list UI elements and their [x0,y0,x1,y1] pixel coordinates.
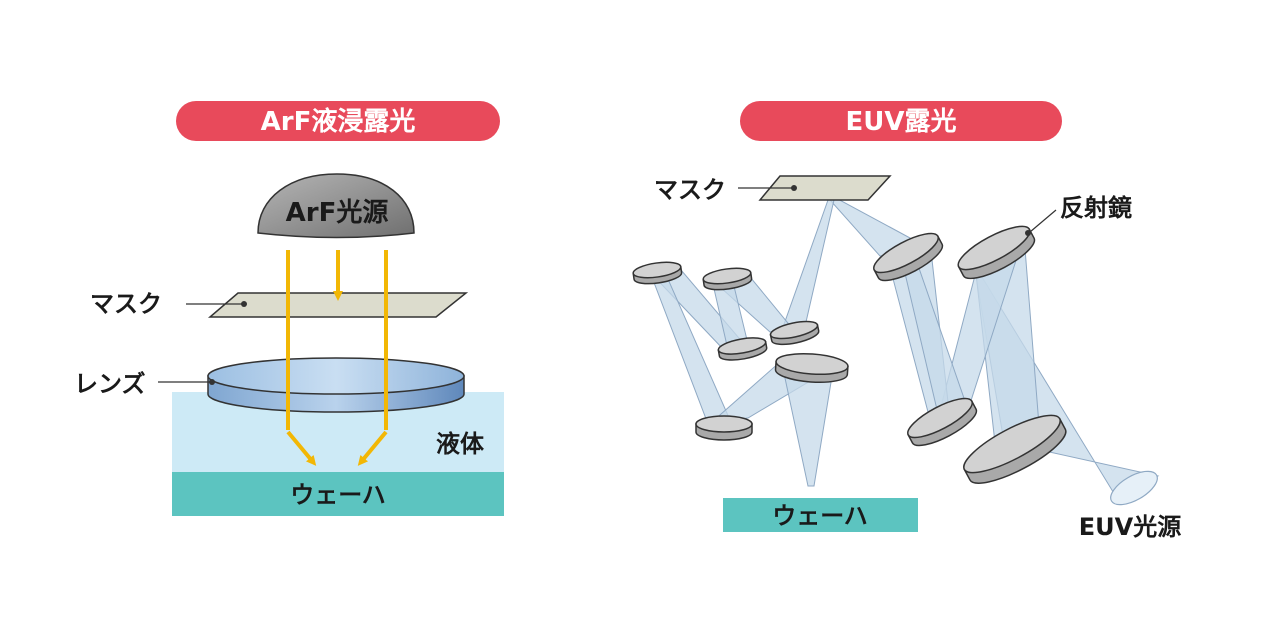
right-title-pill [740,101,1062,141]
left-mask-dot [241,301,247,307]
mirror-1 [632,261,683,285]
mirror-6 [774,352,849,384]
arf-source-label: ArF光源 [286,198,389,228]
left-panel: ArF液浸露光 液体 ウェーハ マスク レンズ ArF光源 [74,101,504,516]
arf-source-dome [257,173,415,239]
mirror-2 [702,267,753,291]
euv-source-cone-end [1110,470,1158,506]
mirror-10 [963,414,1067,484]
mirror-4 [717,337,768,361]
left-title: ArF液浸露光 [261,107,416,137]
right-mask [758,175,892,201]
lens [207,357,465,413]
right-wafer [723,498,918,532]
mirror-3 [769,320,820,346]
left-title-pill [176,101,500,141]
left-wafer-label: ウェーハ [290,481,386,509]
lens-label: レンズ [74,370,146,398]
right-mask-dot [791,185,797,191]
right-mask-label: マスク [654,176,726,204]
mirror-dot [1025,230,1031,236]
left-wafer [172,472,504,516]
right-wafer-label: ウェーハ [772,502,868,530]
mirror-5 [695,415,753,441]
mirrors [632,225,1067,484]
left-mask-label: マスク [90,290,162,318]
mirror-9 [907,397,978,447]
lens-dot [209,379,215,385]
left-mask [207,292,469,318]
liquid-label: 液体 [436,430,485,458]
mirror-8 [957,225,1036,280]
mirror-leader [1029,209,1057,233]
right-title: EUV露光 [846,107,957,137]
euv-source-label: EUV光源 [1079,513,1181,541]
arf-light-beams [286,250,388,466]
right-panel: EUV露光 マスク [632,101,1181,541]
mirror-label: 反射鏡 [1060,194,1132,222]
mirror-7 [873,232,944,282]
